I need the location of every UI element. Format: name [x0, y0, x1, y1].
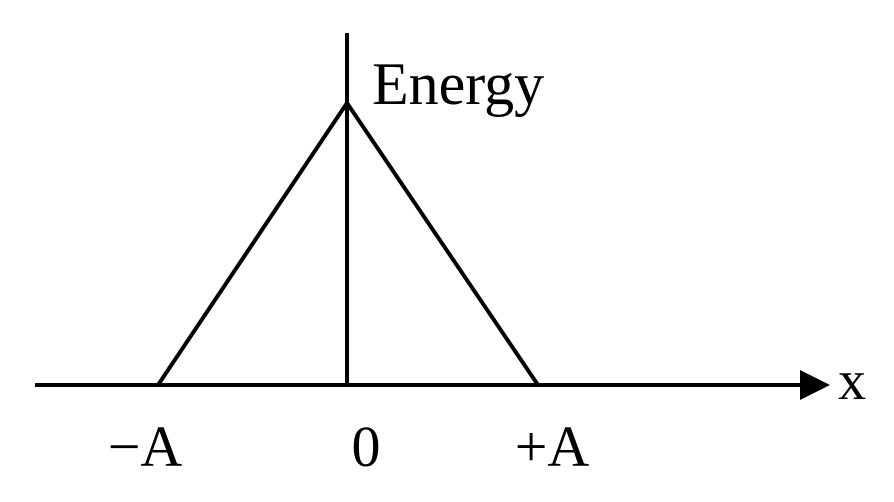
y-axis-label: Energy — [372, 51, 544, 117]
x-axis-arrowhead — [800, 370, 830, 400]
tick-label-plus-a: +A — [515, 414, 590, 479]
x-axis-label: x — [838, 350, 866, 412]
tick-label-origin: 0 — [352, 414, 381, 479]
energy-curve — [156, 99, 540, 387]
tick-label-minus-a: −A — [108, 414, 183, 479]
